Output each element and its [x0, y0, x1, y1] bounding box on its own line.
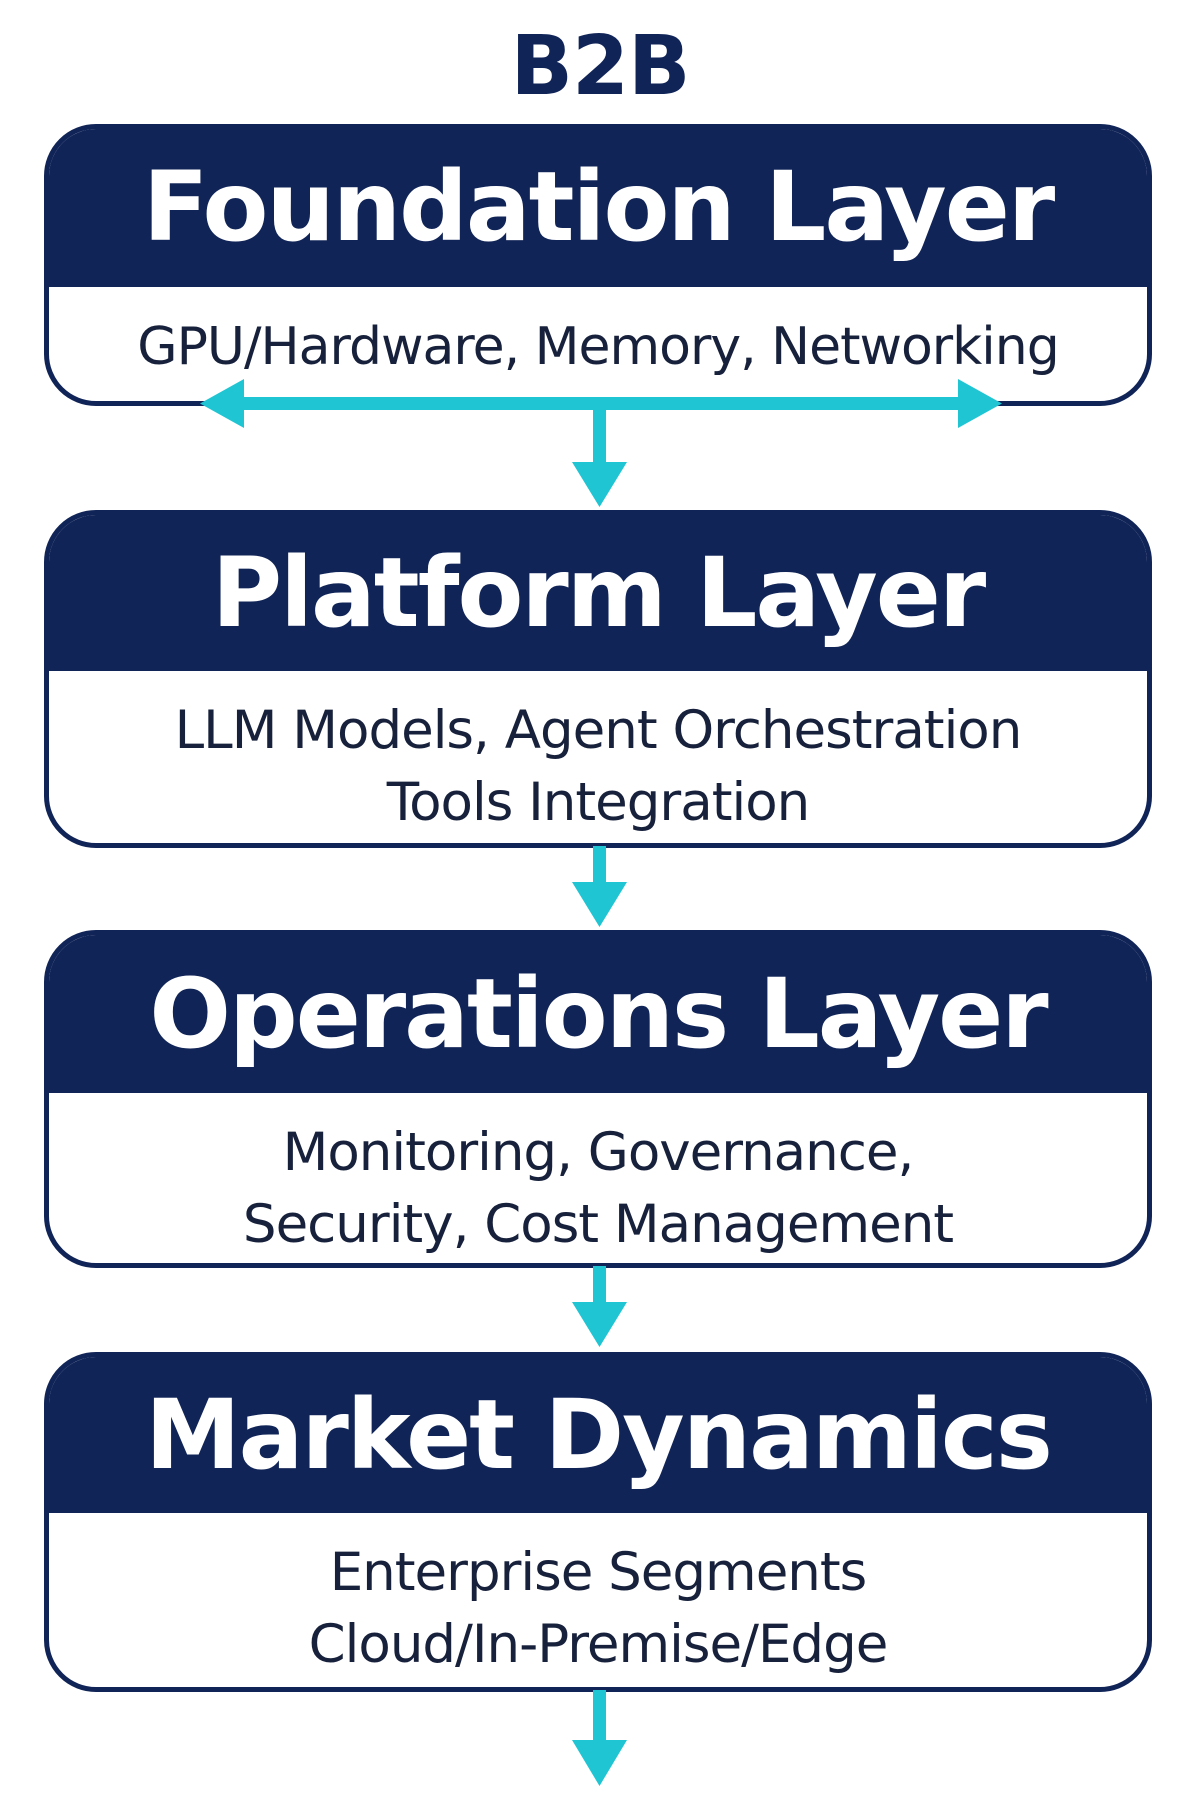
- market-dynamics-box: Market Dynamics Enterprise Segments Clou…: [44, 1352, 1152, 1692]
- operations-layer-heading: Operations Layer: [49, 935, 1147, 1093]
- platform-layer-body: LLM Models, Agent Orchestration Tools In…: [49, 671, 1147, 839]
- foundation-layer-line: GPU/Hardware, Memory, Networking: [137, 317, 1059, 377]
- platform-layer-line: LLM Models, Agent Orchestration: [174, 700, 1023, 761]
- market-dynamics-body: Enterprise Segments Cloud/In-Premise/Edg…: [49, 1513, 1147, 1681]
- platform-layer-line: Tools Integration: [386, 772, 810, 833]
- market-dynamics-line: Enterprise Segments: [329, 1542, 868, 1603]
- foundation-layer-heading: Foundation Layer: [49, 129, 1147, 287]
- foundation-layer-body: GPU/Hardware, Memory, Networking: [49, 287, 1147, 383]
- operations-layer-line: Security, Cost Management: [242, 1194, 954, 1255]
- market-dynamics-heading: Market Dynamics: [49, 1357, 1147, 1513]
- down-arrow-icon: [572, 404, 627, 507]
- down-arrow-icon: [572, 1690, 627, 1786]
- operations-layer-box: Operations Layer Monitoring, Governance,…: [44, 930, 1152, 1268]
- down-arrow-icon: [572, 1266, 627, 1347]
- diagram-title: B2B: [510, 19, 690, 114]
- down-arrow-icon: [572, 846, 627, 927]
- platform-layer-heading: Platform Layer: [49, 515, 1147, 671]
- foundation-layer-box: Foundation Layer GPU/Hardware, Memory, N…: [44, 124, 1152, 406]
- operations-layer-body: Monitoring, Governance, Security, Cost M…: [49, 1093, 1147, 1261]
- market-dynamics-line: Cloud/In-Premise/Edge: [308, 1614, 889, 1675]
- platform-layer-box: Platform Layer LLM Models, Agent Orchest…: [44, 510, 1152, 848]
- operations-layer-line: Monitoring, Governance,: [282, 1122, 915, 1183]
